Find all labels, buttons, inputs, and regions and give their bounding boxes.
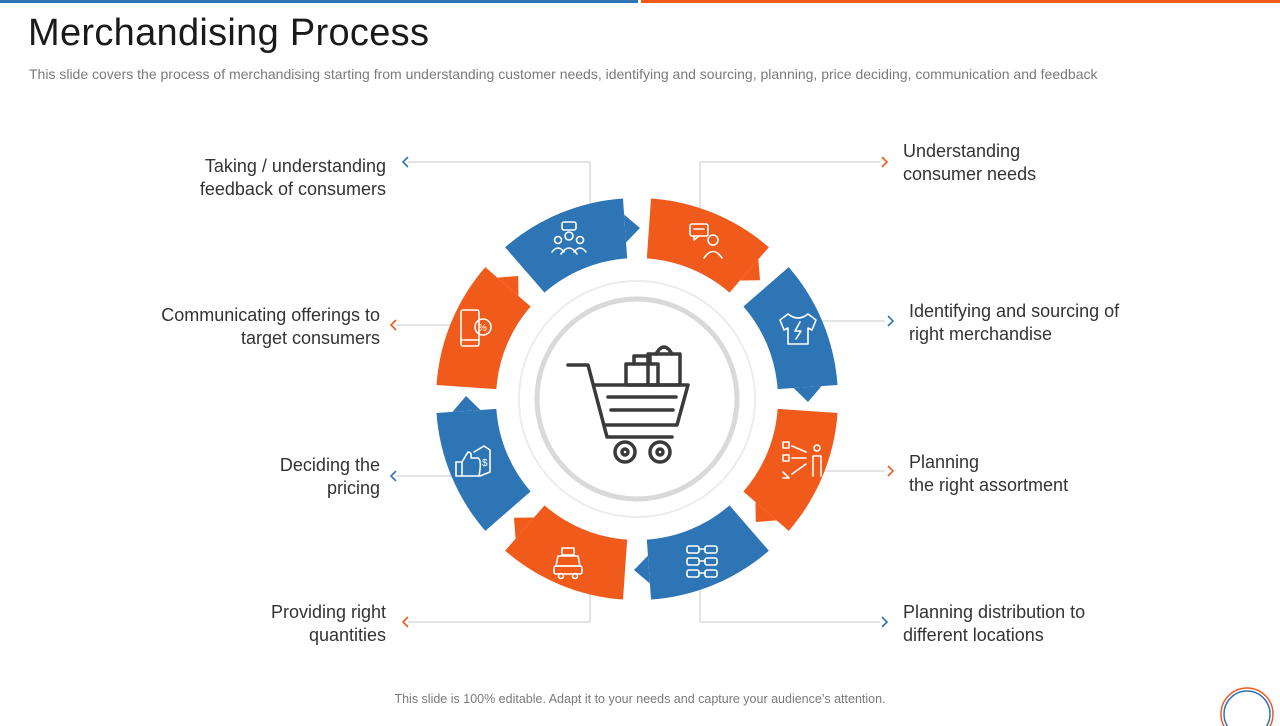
inner-ring xyxy=(534,296,740,502)
step-label-identifying-sourcing: Identifying and sourcing of right mercha… xyxy=(909,300,1119,346)
step-6-line2: pricing xyxy=(326,478,380,498)
chevron-right-icon xyxy=(887,315,895,327)
chevron-right-icon xyxy=(881,616,889,628)
chevron-left-icon xyxy=(389,319,397,331)
step-label-providing-quantities: Providing right quantities xyxy=(271,601,386,647)
tshirt-icon xyxy=(779,313,817,345)
step-label-planning-distribution: Planning distribution to different locat… xyxy=(903,601,1085,647)
step-label-taking-feedback: Taking / understanding feedback of consu… xyxy=(200,155,386,201)
ring-segment-arrow-7 xyxy=(497,275,519,296)
strategy-plan-icon xyxy=(782,441,822,479)
connector-lines xyxy=(396,161,885,623)
shopping-cart-icon xyxy=(566,345,690,464)
connector-step-5 xyxy=(408,580,591,623)
step-2-line1: Identifying and sourcing of xyxy=(909,301,1120,321)
step-5-line2: quantities xyxy=(308,625,386,645)
chevron-right-icon xyxy=(887,465,895,477)
ring-segment-arrow-1 xyxy=(740,259,761,281)
step-label-communicating-offerings: Communicating offerings to target consum… xyxy=(161,304,380,350)
ring-segment-arrow-5 xyxy=(513,517,534,539)
connector-step-1 xyxy=(699,161,880,220)
chevron-left-icon xyxy=(401,616,409,628)
step-8-line1: Taking / understanding xyxy=(204,156,386,176)
step-1-line2: consumer needs xyxy=(903,164,1037,184)
distribution-flow-icon xyxy=(686,545,718,578)
page-subtitle: This slide covers the process of merchan… xyxy=(29,66,1098,82)
ring-segment-arrow-8 xyxy=(624,214,640,243)
corner-circle-decoration xyxy=(1220,687,1274,726)
ring-segment-8 xyxy=(505,198,628,293)
mobile-discount-icon: % xyxy=(460,309,492,347)
ring-segment-2 xyxy=(743,267,838,390)
segment-icons: $ % xyxy=(455,221,822,580)
step-label-deciding-pricing: Deciding the pricing xyxy=(280,454,380,500)
step-6-line1: Deciding the xyxy=(279,455,380,475)
ring-segment-arrow-2 xyxy=(793,386,822,402)
step-3-line1: Planning xyxy=(909,452,980,472)
ring-segment-5 xyxy=(505,505,628,600)
ring-segment-3 xyxy=(743,408,838,531)
chevron-left-icon xyxy=(401,156,409,168)
step-2-line2: right merchandise xyxy=(909,324,1053,344)
price-tag-thumb-icon: $ xyxy=(455,445,491,477)
ring-segment-arrow-6 xyxy=(452,396,481,412)
customer-chat-icon xyxy=(689,223,723,259)
ring-segment-6 xyxy=(436,408,531,531)
step-1-line1: Understanding xyxy=(903,141,1021,161)
chevron-right-icon xyxy=(881,156,889,168)
connector-step-8 xyxy=(408,161,591,210)
step-5-line1: Providing right xyxy=(270,602,386,622)
step-label-understanding-needs: Understanding consumer needs xyxy=(903,140,1036,186)
connector-arrowheads xyxy=(389,156,895,628)
step-4-line1: Planning distribution to xyxy=(903,602,1086,622)
svg-text:%: % xyxy=(478,323,487,334)
step-7-line2: target consumers xyxy=(240,328,380,348)
process-ring xyxy=(436,198,838,600)
svg-text:$: $ xyxy=(482,458,488,469)
step-8-line2: feedback of consumers xyxy=(199,179,386,199)
feedback-group-icon xyxy=(551,221,587,255)
step-7-line1: Communicating offerings to xyxy=(161,305,380,325)
top-accent-bar-blue xyxy=(0,0,638,3)
ring-segment-arrow-3 xyxy=(755,502,777,523)
step-label-planning-assortment: Planning the right assortment xyxy=(909,451,1068,497)
top-accent-bar-orange xyxy=(641,0,1280,3)
ring-segment-arrow-4 xyxy=(634,555,650,584)
step-4-line2: different locations xyxy=(903,625,1044,645)
footer-note: This slide is 100% editable. Adapt it to… xyxy=(394,692,886,706)
connector-step-4 xyxy=(699,580,880,623)
ring-segment-1 xyxy=(646,198,769,293)
page-title: Merchandising Process xyxy=(28,12,430,54)
delivery-car-icon xyxy=(553,547,583,580)
step-3-line2: the right assortment xyxy=(909,475,1069,495)
ring-segment-7 xyxy=(436,267,531,390)
chevron-left-icon xyxy=(389,470,397,482)
